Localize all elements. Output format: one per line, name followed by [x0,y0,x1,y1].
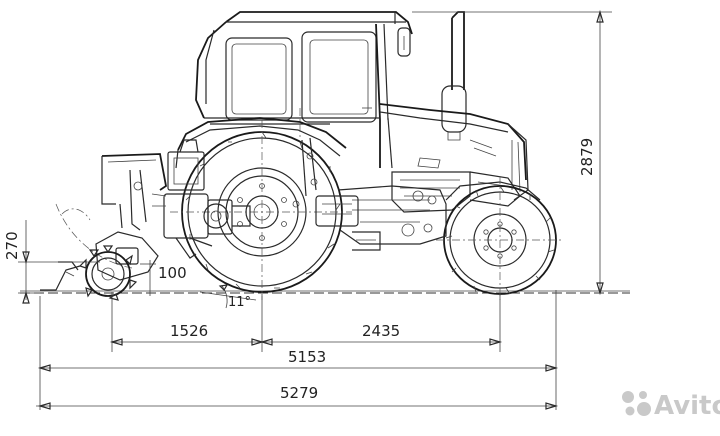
dimension-angle: 11° [199,284,257,310]
dimension-5153: 5153 [37,290,559,410]
dimension-height: 2879 [412,9,612,296]
dim-angle-label: 11° [228,295,251,310]
rear-fender [175,108,347,169]
dimension-wheelbase: 1526 2435 [109,292,503,352]
attachment [40,153,167,301]
dimension-270: 270 [3,220,100,304]
watermark: Avito [622,391,720,421]
dim-5279-label: 5279 [280,384,318,402]
dimension-5279: 5279 [36,384,559,410]
dim-5153-label: 5153 [288,348,326,366]
transmission [301,137,447,251]
dim-height-label: 2879 [578,138,596,176]
ground-line [20,290,630,294]
dim-100-label: 100 [158,264,187,282]
front-wheel [436,176,564,300]
rear-wheel [170,120,352,300]
avito-logo-icon [622,391,651,416]
rear-mount [163,139,251,259]
dim-270-label: 270 [3,231,21,260]
dim-2435-label: 2435 [362,322,400,340]
watermark-text: Avito [654,391,720,421]
dim-1526-label: 1526 [170,322,208,340]
dimension-100: 100 [140,260,187,296]
hood [379,103,529,213]
